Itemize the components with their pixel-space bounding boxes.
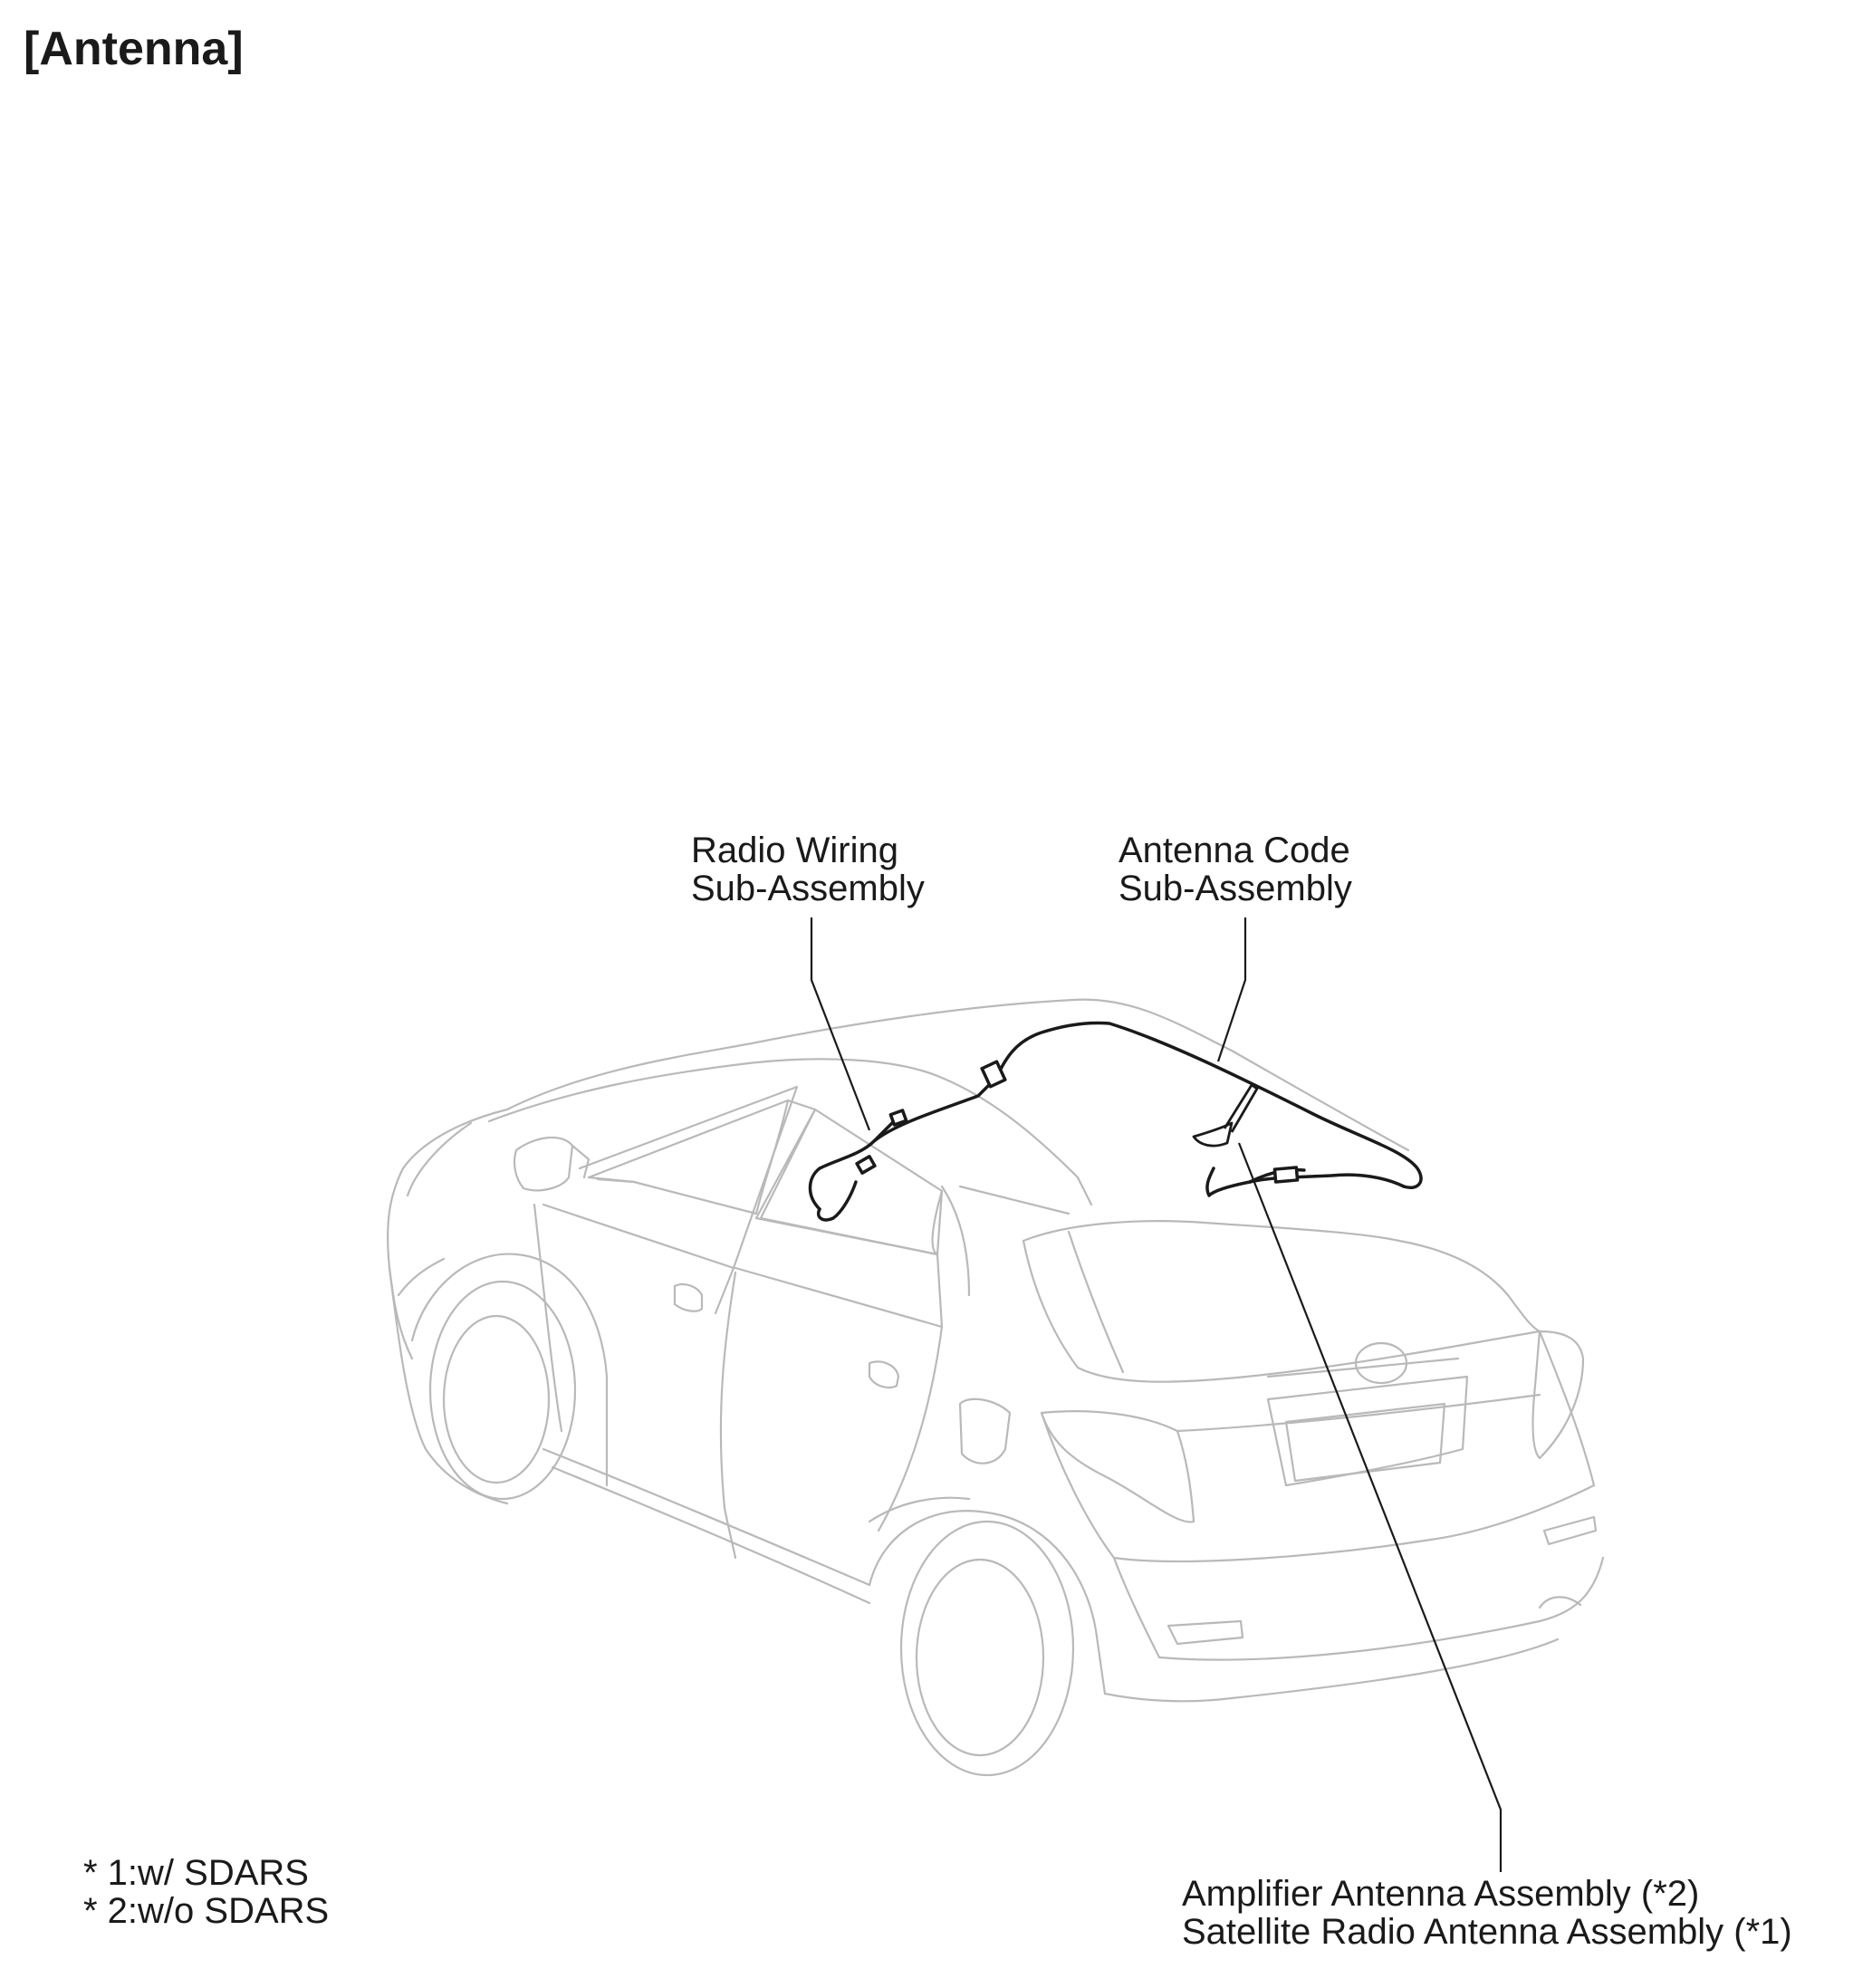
callout-line: Sub-Assembly xyxy=(691,869,925,908)
callout-radio-wiring: Radio Wiring Sub-Assembly xyxy=(691,831,925,908)
callout-line: Satellite Radio Antenna Assembly (*1) xyxy=(1182,1912,1792,1952)
footnote: * 2:w/o SDARS xyxy=(83,1891,330,1931)
leader-antenna-code xyxy=(1216,917,1247,1062)
footnotes: * 1:w/ SDARS * 2:w/o SDARS xyxy=(83,1854,329,1930)
antenna-cable xyxy=(808,1021,1423,1222)
vehicle-outline xyxy=(387,998,1605,1777)
footnote: * 1:w/ SDARS xyxy=(83,1853,309,1893)
callout-antenna-code: Antenna Code Sub-Assembly xyxy=(1119,831,1352,908)
roof-antenna xyxy=(1192,1083,1259,1148)
callout-amplifier-antenna: Amplifier Antenna Assembly (*2) Satellit… xyxy=(1182,1875,1792,1951)
callout-line: Amplifier Antenna Assembly (*2) xyxy=(1182,1874,1700,1914)
page-title: [Antenna] xyxy=(24,23,244,75)
callout-line: Antenna Code xyxy=(1119,831,1350,870)
callout-line: Sub-Assembly xyxy=(1119,869,1352,908)
leader-radio-wiring xyxy=(810,917,871,1131)
callout-line: Radio Wiring xyxy=(691,831,898,870)
leader-amplifier xyxy=(1237,1142,1503,1872)
leader-lines xyxy=(810,917,1503,1872)
